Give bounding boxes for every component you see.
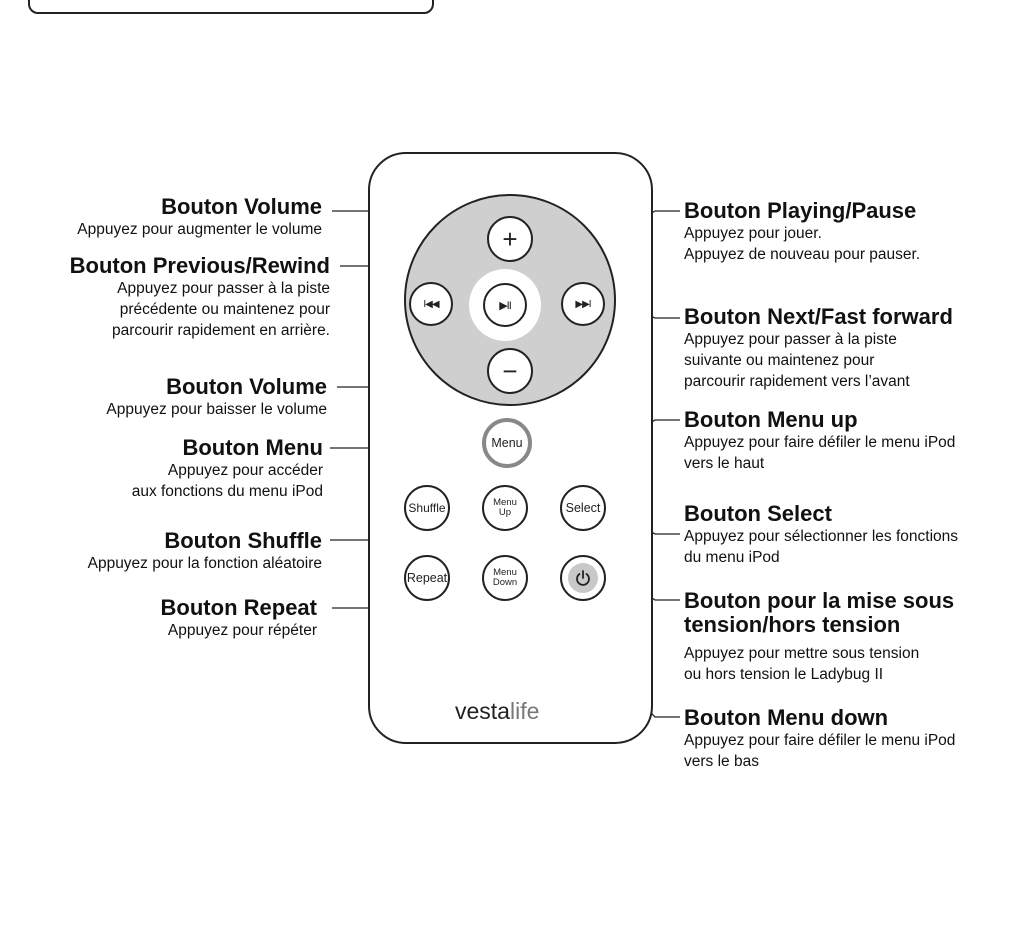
label-desc: Appuyez pour augmenter le volume (77, 221, 322, 238)
label-desc: Appuyez pour répéter (167, 622, 317, 639)
label-menu-down: Bouton Menu down Appuyez pour faire défi… (684, 706, 955, 772)
label-title: Bouton pour la mise sous (684, 588, 955, 613)
label-desc: parcourir rapidement vers l’avant (684, 373, 910, 390)
label-title: Bouton Menu down (684, 705, 889, 730)
label-desc: aux fonctions du menu iPod (131, 483, 323, 500)
label-desc: Appuyez de nouveau pour pauser. (684, 246, 921, 263)
label-desc: Appuyez pour faire défiler le menu iPod (684, 732, 956, 749)
menu-down-button[interactable]: Menu Down (482, 555, 528, 601)
previous-icon: I◀◀ (423, 298, 439, 310)
label-desc: vers le haut (684, 455, 765, 472)
label-shuffle: Bouton Shuffle Appuyez pour la fonction … (88, 529, 322, 574)
label-desc: Appuyez pour faire défiler le menu iPod (684, 434, 956, 451)
label-prev: Bouton Previous/Rewind Appuyez pour pass… (70, 254, 330, 341)
label-next: Bouton Next/Fast forward Appuyez pour pa… (684, 305, 953, 392)
brand-logo: vestalife (455, 698, 540, 724)
shuffle-button[interactable]: Shuffle (404, 485, 450, 531)
label-play: Bouton Playing/Pause Appuyez pour jouer.… (684, 199, 920, 265)
label-power: Bouton pour la mise sous tension/hors te… (684, 589, 954, 685)
label-desc: Appuyez pour mettre sous tension (684, 645, 920, 662)
label-desc: Appuyez pour baisser le volume (106, 401, 327, 418)
label-title: Bouton Playing/Pause (684, 198, 917, 223)
power-icon (576, 570, 590, 586)
volume-down-button[interactable]: − (487, 348, 533, 394)
label-title: Bouton Next/Fast forward (684, 304, 953, 329)
label-title: Bouton Repeat (160, 595, 317, 620)
label-desc: Appuyez pour passer à la piste (684, 331, 897, 348)
select-button[interactable]: Select (560, 485, 606, 531)
next-button[interactable]: ▶▶I (561, 282, 605, 326)
label-title: Bouton Previous/Rewind (69, 253, 330, 278)
previous-button[interactable]: I◀◀ (409, 282, 453, 326)
label-desc: Appuyez pour accéder (167, 462, 323, 479)
label-desc: du menu iPod (684, 549, 780, 566)
label-volume-down: Bouton Volume Appuyez pour baisser le vo… (106, 375, 327, 420)
label-desc: Appuyez pour la fonction aléatoire (87, 555, 322, 572)
label-desc: Appuyez pour jouer. (684, 225, 822, 242)
play-pause-icon: ▶II (499, 299, 512, 312)
label-menu-up: Bouton Menu up Appuyez pour faire défile… (684, 408, 955, 474)
power-button[interactable] (560, 555, 606, 601)
label-repeat: Bouton Repeat Appuyez pour répéter (161, 596, 317, 641)
label-title: Bouton Volume (166, 374, 327, 399)
next-icon: ▶▶I (575, 298, 591, 310)
top-frame (28, 0, 434, 14)
label-desc: précédente ou maintenez pour (119, 301, 330, 318)
label-desc: suivante ou maintenez pour (684, 352, 875, 369)
label-title: Bouton Menu (182, 435, 323, 460)
menu-button[interactable]: Menu (482, 418, 532, 468)
label-title: Bouton Volume (161, 194, 322, 219)
label-menu: Bouton Menu Appuyez pour accéder aux fon… (132, 436, 323, 502)
repeat-button[interactable]: Repeat (404, 555, 450, 601)
menu-up-button[interactable]: Menu Up (482, 485, 528, 531)
volume-up-button[interactable]: + (487, 216, 533, 262)
label-desc: ou hors tension le Ladybug II (684, 666, 884, 683)
label-title: Bouton Shuffle (164, 528, 322, 553)
label-desc: Appuyez pour sélectionner les fonctions (684, 528, 958, 545)
label-title: Bouton Menu up (684, 407, 858, 432)
label-select: Bouton Select Appuyez pour sélectionner … (684, 502, 958, 568)
label-title: tension/hors tension (684, 612, 901, 637)
label-title: Bouton Select (684, 501, 832, 526)
label-desc: parcourir rapidement en arrière. (112, 322, 330, 339)
label-desc: Appuyez pour passer à la piste (117, 280, 330, 297)
play-pause-button[interactable]: ▶II (483, 283, 527, 327)
label-volume-up: Bouton Volume Appuyez pour augmenter le … (77, 195, 322, 240)
label-desc: vers le bas (684, 753, 759, 770)
